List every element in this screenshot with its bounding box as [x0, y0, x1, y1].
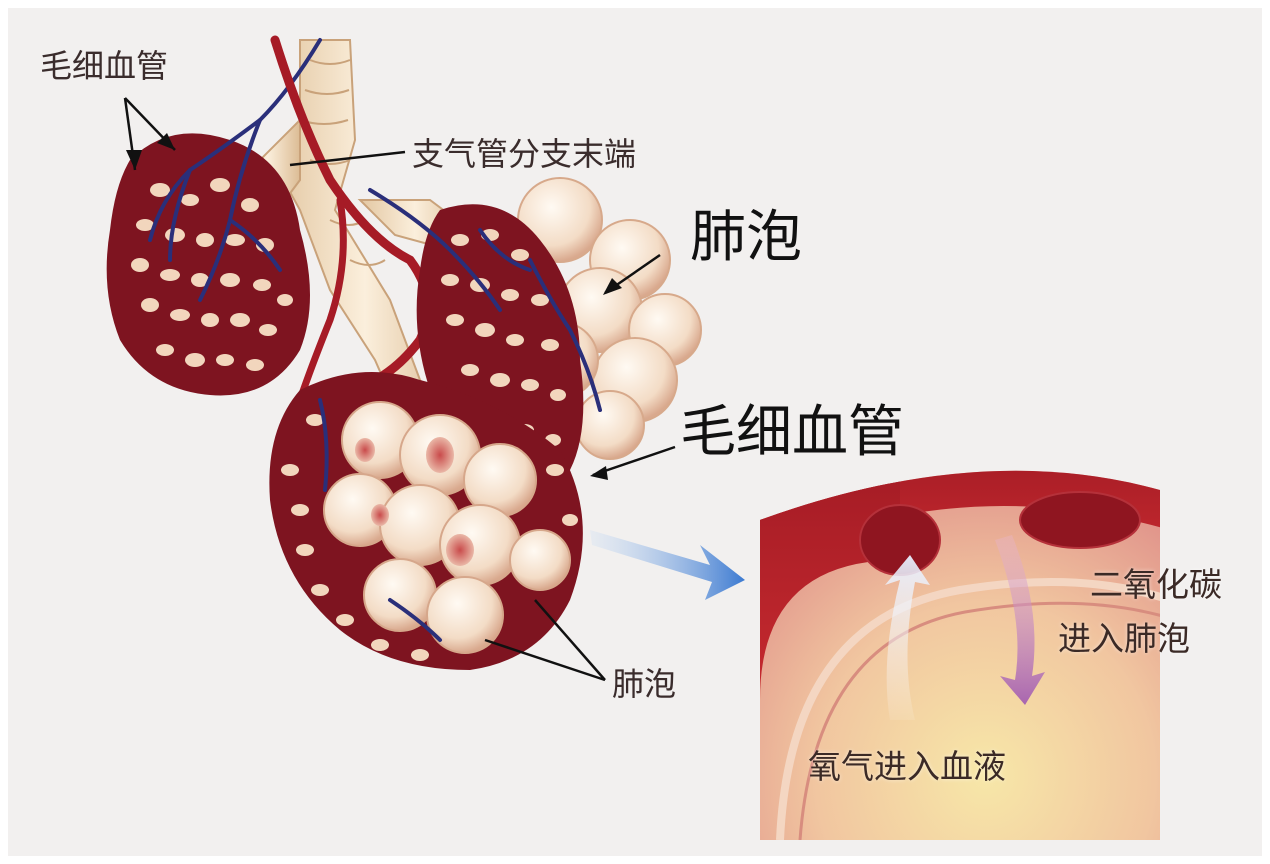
label-alveolus-big: 肺泡 [690, 210, 802, 266]
label-capillary-big: 毛细血管 [680, 405, 904, 461]
label-capillary-top-left: 毛细血管 [40, 50, 168, 82]
label-bronchiole-end: 支气管分支末端 [412, 138, 636, 170]
label-co2-line2: 进入肺泡 [1058, 622, 1190, 655]
label-o2-enters-blood: 氧气进入血液 [808, 750, 1006, 783]
label-alveolus-bottom: 肺泡 [612, 668, 676, 700]
label-co2-line1: 二氧化碳 [1090, 568, 1222, 601]
